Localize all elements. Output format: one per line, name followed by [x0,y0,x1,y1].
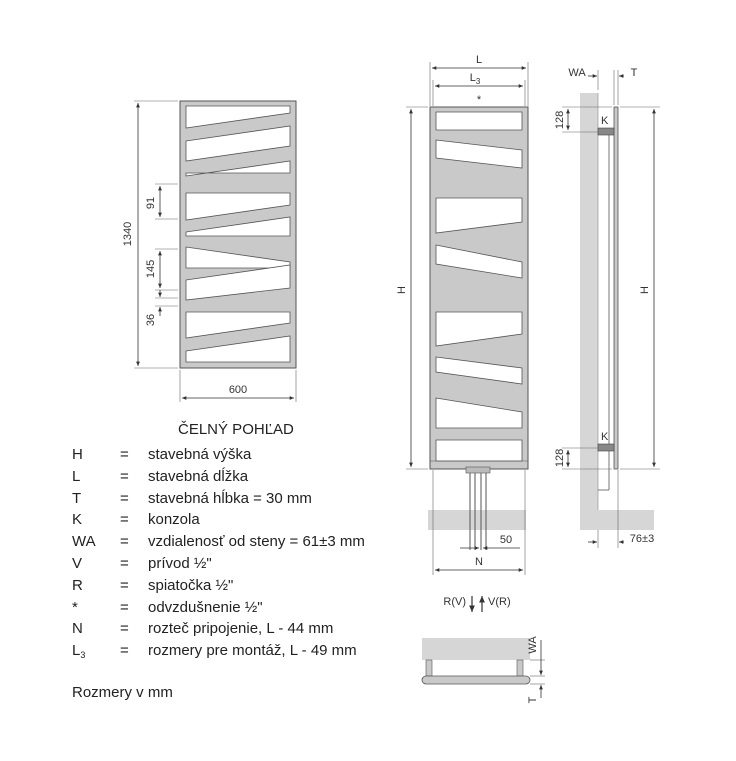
T-top-label: T [631,67,638,79]
legend-equals: = [120,620,129,638]
dim-N-label: N [475,556,483,568]
legend-equals: = [120,598,129,616]
legend-equals: = [120,467,129,485]
units-note: Rozmery v mm [72,684,173,701]
wall-floor [598,510,654,530]
legend-description: spiatočka ½" [148,576,234,594]
legend-symbol: N [72,620,83,638]
wall [580,93,598,530]
legend-symbol: WA [72,533,96,551]
top-view-console-left [425,659,433,677]
dim-L3-label: L3 [470,72,481,86]
legend-symbol: * [72,598,78,616]
legend-symbol: H [72,446,83,463]
legend-symbol: T [72,489,82,507]
console-top [597,127,615,136]
dim-L-label: L [476,54,482,66]
dim-128-bottom-label: 128 [554,449,566,467]
top-view-console-right [516,659,524,677]
legend-description: rozteč pripojenie, L - 44 mm [148,620,334,638]
legend-symbol: V [72,554,83,572]
return-supply-label: R(V) [443,596,466,608]
dim-50-label: 50 [500,534,512,546]
legend-equals: = [120,576,129,594]
legend-description: stavebná hĺbka = 30 mm [148,489,312,507]
mounting-view: L L3 * H 50 N R(V) V(R) [396,54,529,612]
dim-91-label: 91 [145,197,157,209]
legend-equals: = [120,642,129,660]
floor-strip [428,510,526,530]
legend-description: konzola [148,511,200,529]
legend-description: stavebná výška [148,446,252,463]
dim-76-label: 76±3 [630,533,654,545]
WA-top-label: WA [568,67,586,79]
front-view-caption: ČELNÝ POHĽAD [178,421,294,438]
legend-description: rozmery pre montáž, L - 49 mm [148,642,357,660]
console-bottom [597,443,615,452]
top-view: WA T [421,636,545,703]
dim-36-label: 36 [145,314,157,326]
legend-equals: = [120,511,129,529]
dim-H-right-label: H [639,286,651,294]
legend-description: odvzdušnenie ½" [148,598,263,616]
front-bar-gaps [185,105,291,363]
legend-equals: = [120,554,129,572]
top-view-wall [422,638,530,660]
air-vent-marker: * [477,94,482,106]
legend-equals: = [120,489,129,507]
legend-description: prívod ½" [148,554,212,572]
legend-equals: = [120,533,129,551]
dim-1340-label: 1340 [122,222,134,246]
legend-symbol: K [72,511,83,529]
front-view: 1340 91 145 36 600 [122,100,297,402]
console-top-label: K [601,115,609,127]
side-view: K K WA T 128 128 H 76±3 [554,67,660,548]
mount-bar-gaps [435,111,523,462]
dim-H-left-label: H [396,286,408,294]
dim-145-label: 145 [145,260,157,278]
console-bottom-label: K [601,431,609,443]
WA-bottom-label: WA [527,636,539,654]
legend-equals: = [120,446,129,463]
legend-symbol-subscript: 3 [80,650,86,661]
legend-symbol: L [72,467,81,485]
legend-symbol: L3 [72,642,86,661]
dim-128-top-label: 128 [554,111,566,129]
legend-description: stavebná dĺžka [148,467,249,485]
T-bottom-label: T [527,696,539,703]
legend-symbol: R [72,576,83,594]
supply-return-label: V(R) [488,596,511,608]
dim-600-label: 600 [229,384,247,396]
top-view-radiator [421,675,531,685]
legend-description: vzdialenosť od steny = 61±3 mm [148,533,365,551]
side-radiator-body [613,106,619,470]
